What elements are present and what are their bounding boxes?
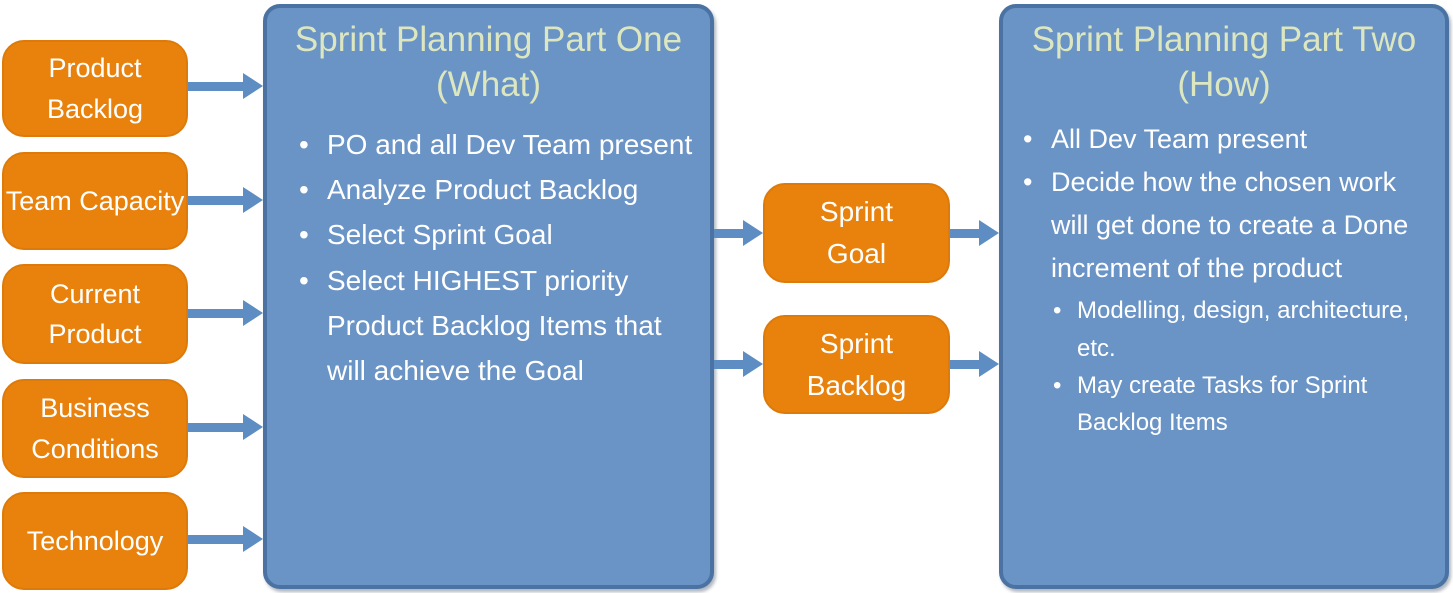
arrow-shaft [714,359,743,369]
output-box-sprint-backlog: Sprint Backlog [763,315,950,414]
arrow-shaft [950,228,979,238]
flow-arrow-sprint-goal-to-part-two [950,220,999,246]
flow-arrow-technology [188,526,263,552]
arrow-shaft [714,228,743,238]
input-box-team-capacity: Team Capacity [2,152,188,250]
input-label: Team Capacity [5,185,185,216]
input-box-business-conditions: Business Conditions [2,379,188,478]
sub-bullet-item: Modelling, design, architecture, etc. [1047,292,1445,366]
part-one-bullet-list: PO and all Dev Team present Analyze Prod… [293,122,694,394]
flow-arrow-product-backlog [188,73,263,99]
arrow-shaft [188,422,243,432]
flow-arrow-current-product [188,300,263,326]
arrow-shaft [188,534,243,544]
bullet-item: Select HIGHEST priority Product Backlog … [293,258,694,394]
output-label: Sprint Goal [819,196,894,269]
arrow-head-icon [243,526,263,552]
bullet-item: Analyze Product Backlog [293,167,694,213]
input-box-current-product: Current Product [2,264,188,364]
panel-sprint-planning-part-two: Sprint Planning Part Two (How) All Dev T… [999,4,1449,589]
output-label: Sprint Backlog [806,327,907,401]
input-label: Product Backlog [46,53,144,124]
bullet-item: Select Sprint Goal [293,212,694,258]
arrow-head-icon [743,351,763,377]
arrow-head-icon [243,187,263,213]
arrow-head-icon [243,300,263,326]
input-label: Business Conditions [31,393,159,464]
sub-bullet-item: May create Tasks for Sprint Backlog Item… [1047,367,1445,441]
flow-arrow-business-conditions [188,414,263,440]
flow-arrow-sprint-backlog-to-part-two [950,351,999,377]
part-two-bullet-list: All Dev Team present Decide how the chos… [1017,118,1435,291]
arrow-head-icon [979,220,999,246]
arrow-head-icon [243,414,263,440]
flow-arrow-to-sprint-backlog [714,351,763,377]
arrow-shaft [188,308,243,318]
bullet-item: PO and all Dev Team present [293,122,694,168]
panel-sprint-planning-part-one: Sprint Planning Part One (What) PO and a… [263,4,714,589]
arrow-head-icon [243,73,263,99]
input-label: Current Product [48,278,142,350]
arrow-head-icon [743,220,763,246]
flow-arrow-to-sprint-goal [714,220,763,246]
arrow-shaft [188,81,243,91]
input-box-product-backlog: Product Backlog [2,40,188,137]
bullet-item: Decide how the chosen work will get done… [1017,161,1435,291]
bullet-item: All Dev Team present [1017,118,1435,161]
arrow-shaft [188,195,243,205]
flow-arrow-team-capacity [188,187,263,213]
output-box-sprint-goal: Sprint Goal [763,183,950,283]
arrow-shaft [950,359,979,369]
part-one-title: Sprint Planning Part One (What) [294,20,683,104]
arrow-head-icon [979,351,999,377]
part-two-title: Sprint Planning Part Two (How) [1031,20,1417,104]
input-box-technology: Technology [2,492,188,590]
part-two-sub-bullet-list: Modelling, design, architecture, etc. Ma… [1047,292,1445,441]
input-label: Technology [26,525,164,556]
